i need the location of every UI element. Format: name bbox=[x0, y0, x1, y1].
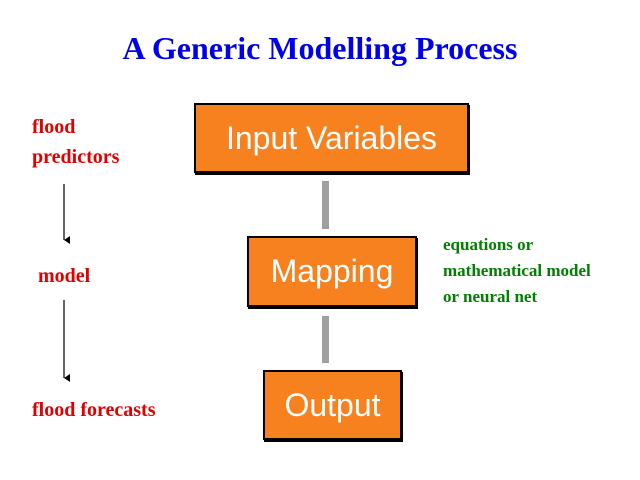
flood-forecasts-label: flood forecasts bbox=[32, 399, 156, 421]
input-to-mapping-connector bbox=[322, 181, 329, 229]
output-box: Output bbox=[263, 370, 402, 440]
flood-predictors-label: flood predictors bbox=[32, 112, 119, 172]
model-label: model bbox=[38, 265, 91, 287]
mapping-box: Mapping bbox=[247, 236, 417, 307]
mapping-to-output-connector bbox=[322, 316, 329, 363]
flood-predictors-line1: flood bbox=[32, 116, 76, 138]
input-variables-box: Input Variables bbox=[194, 103, 469, 173]
slide-title: A Generic Modelling Process bbox=[122, 30, 518, 66]
flood-predictors-line2: predictors bbox=[32, 146, 120, 168]
mapping-note: equations or mathematical model or neura… bbox=[443, 232, 591, 310]
mapping-note-line3: or neural net bbox=[443, 287, 538, 306]
mapping-note-line1: equations or bbox=[443, 235, 534, 254]
mapping-note-line2: mathematical model bbox=[443, 261, 591, 280]
